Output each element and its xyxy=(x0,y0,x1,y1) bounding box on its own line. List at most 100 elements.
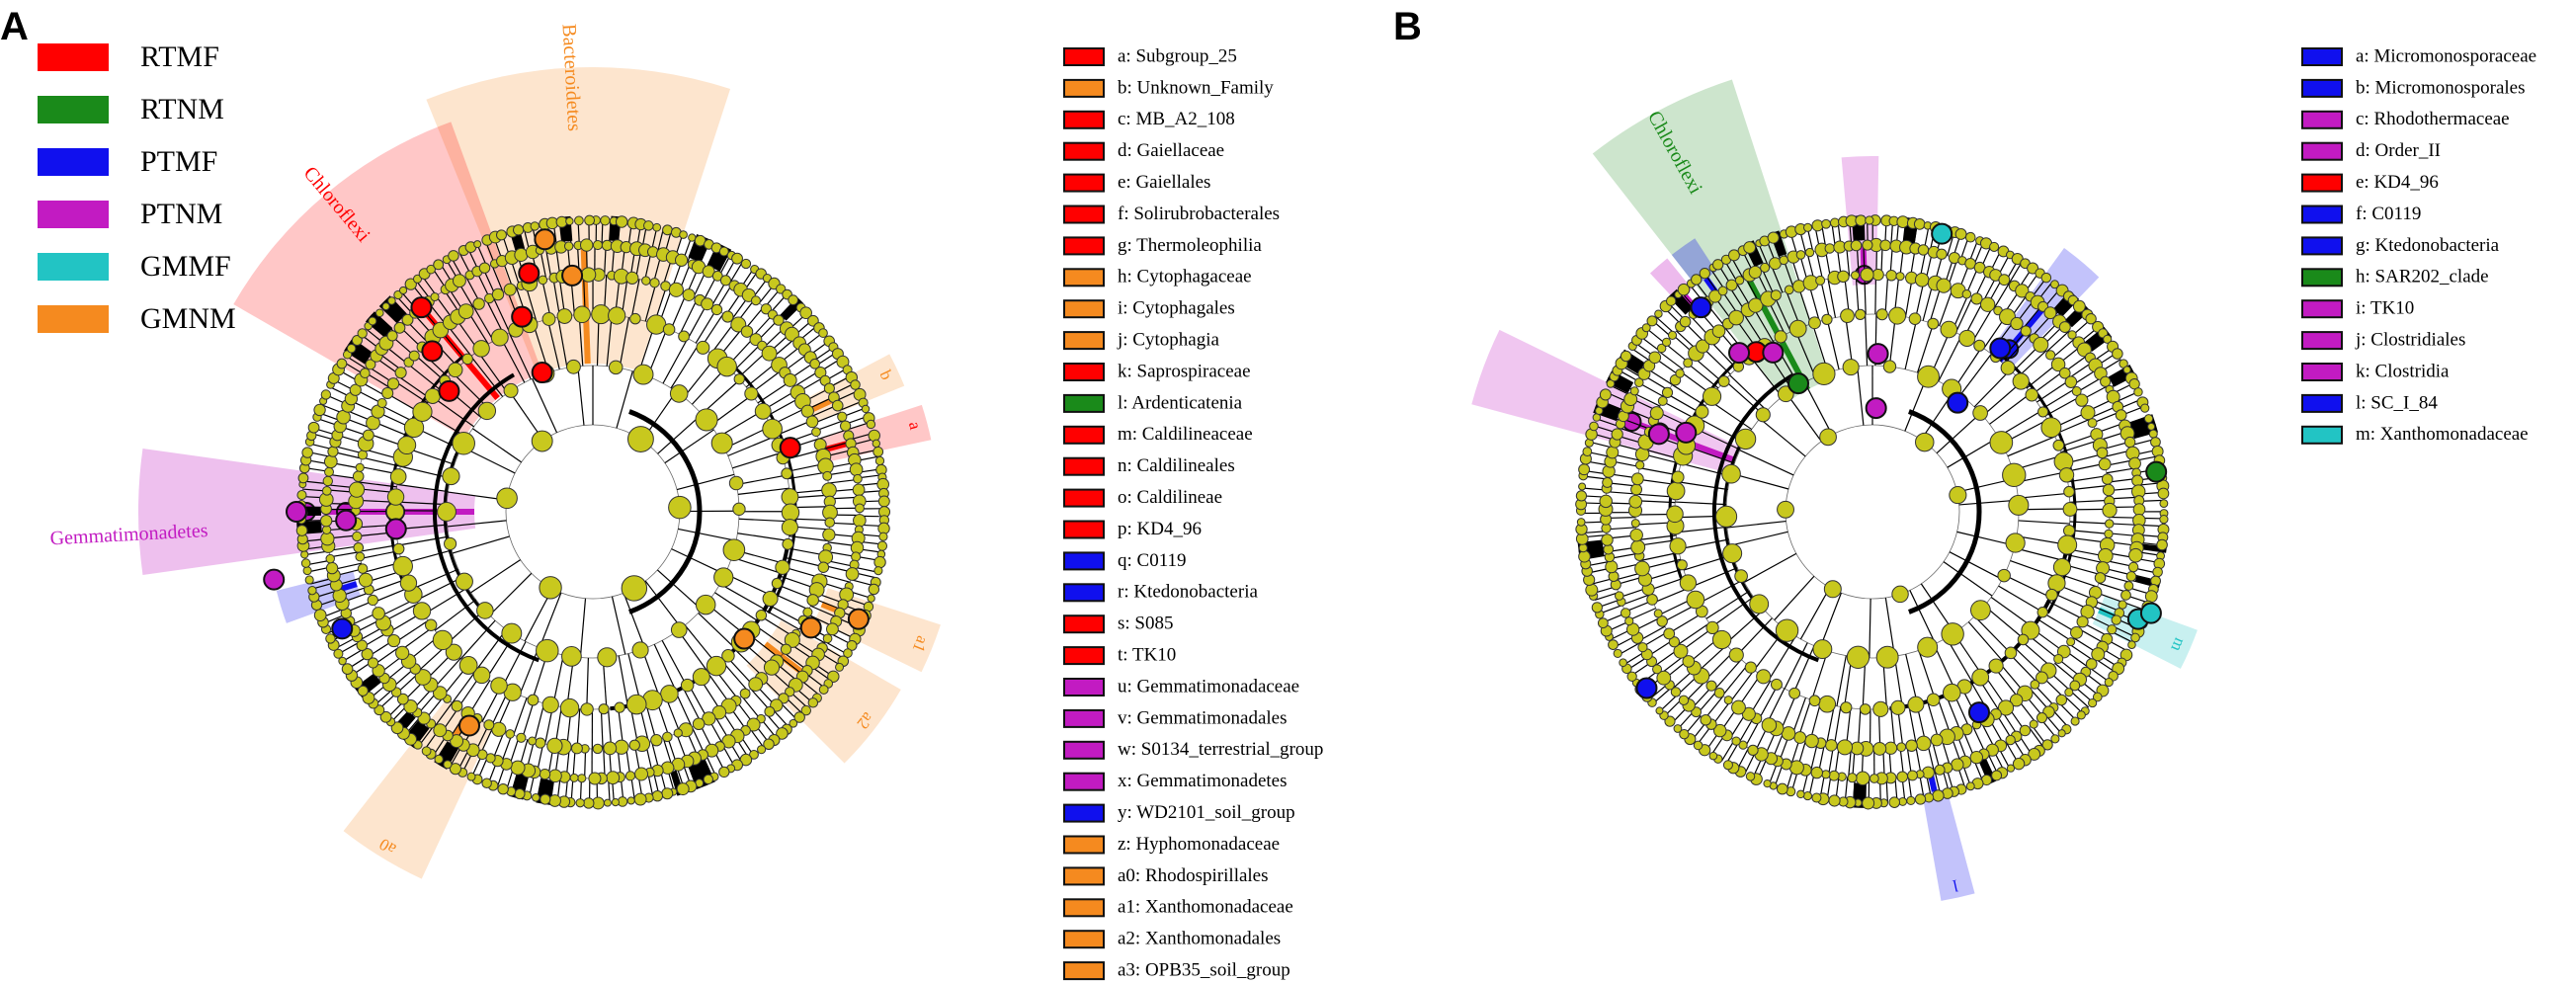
legend-entry: u: Gemmatimonadaceae xyxy=(1118,676,1299,696)
legend-entry: t: TK10 xyxy=(1118,644,1176,665)
legend-entry: q: C0119 xyxy=(1118,550,1187,571)
biomarker-key-label: a1 xyxy=(909,633,933,655)
legend-swatch xyxy=(2301,78,2343,98)
group-swatch xyxy=(38,201,109,228)
legend-entry: d: Order_II xyxy=(2356,140,2441,161)
legend-swatch xyxy=(1063,961,1105,981)
group-swatch xyxy=(38,305,109,333)
biomarker-node xyxy=(2139,602,2162,624)
group-label: PTNM xyxy=(140,198,222,230)
group-label: PTMF xyxy=(140,145,217,178)
biomarker-node xyxy=(1675,421,1698,444)
legend-swatch xyxy=(2301,47,2343,66)
biomarker-node xyxy=(1947,391,1969,414)
legend-entry: j: Cytophagia xyxy=(1117,329,1219,350)
biomarker-node xyxy=(2145,460,2168,483)
legend-entry: r: Ktedonobacteria xyxy=(1118,582,1258,603)
legend-swatch xyxy=(2301,205,2343,224)
legend-swatch xyxy=(1063,930,1105,949)
legend-swatch xyxy=(1063,488,1105,508)
biomarker-node xyxy=(410,296,433,319)
legend-swatch xyxy=(1063,236,1105,256)
legend-entry: o: Caldilineae xyxy=(1118,487,1222,508)
legend-entry: y: WD2101_soil_group xyxy=(1118,802,1295,823)
group-label: RTMF xyxy=(140,41,219,73)
group-swatch xyxy=(38,96,109,123)
biomarker-node xyxy=(531,362,553,384)
legend-swatch xyxy=(1063,866,1105,886)
legend-entry: a3: OPB35_soil_group xyxy=(1118,959,1290,980)
legend-swatch xyxy=(1063,393,1105,413)
legend-entry: g: Ktedonobacteria xyxy=(2356,235,2500,256)
legend-swatch xyxy=(1063,425,1105,445)
legend-entry: a2: Xanthomonadales xyxy=(1118,929,1281,949)
legend-entry: j: Clostridiales xyxy=(2355,329,2465,350)
legend-swatch xyxy=(1063,835,1105,855)
legend-swatch xyxy=(2301,173,2343,193)
biomarker-node xyxy=(1867,343,1889,366)
group-label: GMMF xyxy=(140,250,231,283)
biomarker-node xyxy=(799,616,822,639)
legend-swatch xyxy=(1063,173,1105,193)
legend-swatch xyxy=(2301,393,2343,413)
legend-entry: i: TK10 xyxy=(2356,298,2414,319)
legend-entry: z: Hyphomonadaceae xyxy=(1118,834,1280,855)
panel-b-biomarker-nodes xyxy=(1635,222,2168,724)
legend-swatch xyxy=(1063,803,1105,823)
legend-entry: c: MB_A2_108 xyxy=(1118,109,1235,129)
biomarker-node xyxy=(1967,701,1990,724)
biomarker-node xyxy=(847,608,870,630)
panel-letter: A xyxy=(0,5,29,48)
legend-swatch xyxy=(1063,205,1105,224)
biomarker-node xyxy=(286,501,307,523)
legend-entry: f: C0119 xyxy=(2356,204,2421,224)
biomarker-node xyxy=(1787,372,1809,395)
biomarker-node xyxy=(1690,296,1712,319)
biomarker-node xyxy=(511,305,534,328)
biomarker-node xyxy=(779,437,801,459)
legend-swatch xyxy=(1063,520,1105,539)
legend-swatch xyxy=(2301,363,2343,381)
biomarker-node xyxy=(733,627,756,650)
biomarker-node xyxy=(1762,341,1785,364)
group-label: RTNM xyxy=(140,93,224,125)
legend-entry: e: KD4_96 xyxy=(2356,172,2439,193)
biomarker-node xyxy=(331,617,354,640)
legend-swatch xyxy=(1063,898,1105,918)
legend-swatch xyxy=(2301,236,2343,256)
legend-entry: g: Thermoleophilia xyxy=(1118,235,1262,256)
legend-swatch xyxy=(1063,78,1105,98)
legend-swatch xyxy=(1063,772,1105,791)
legend-swatch xyxy=(1063,268,1105,287)
biomarker-node xyxy=(561,264,584,287)
legend-entry: a1: Xanthomonadaceae xyxy=(1118,897,1293,918)
legend-entry: p: KD4_96 xyxy=(1118,519,1202,539)
legend-swatch xyxy=(2301,331,2343,351)
biomarker-node xyxy=(1989,337,2012,360)
legend-swatch xyxy=(1063,47,1105,66)
legend-swatch xyxy=(1063,363,1105,381)
legend-swatch xyxy=(1063,456,1105,476)
legend-entry: b: Micromonosporales xyxy=(2356,77,2526,98)
biomarker-node xyxy=(384,518,407,540)
panel-b-biomarker-legend: a: Micromonosporaceae b: Micromonosporale… xyxy=(2301,45,2536,445)
legend-entry: d: Gaiellaceae xyxy=(1118,140,1224,161)
legend-entry: k: Saprospiraceae xyxy=(1118,361,1251,381)
panel-letter: B xyxy=(1393,5,1422,48)
legend-entry: x: Gemmatimonadetes xyxy=(1118,771,1287,791)
legend-entry: f: Solirubrobacterales xyxy=(1118,204,1280,224)
legend-swatch xyxy=(1063,678,1105,696)
legend-entry: a: Micromonosporaceae xyxy=(2356,45,2536,66)
legend-swatch xyxy=(1063,551,1105,571)
biomarker-node xyxy=(421,340,444,363)
legend-entry: a: Subgroup_25 xyxy=(1118,45,1237,66)
legend-entry: c: Rhodothermaceae xyxy=(2356,109,2510,129)
group-swatch xyxy=(38,43,109,71)
legend-swatch xyxy=(1063,583,1105,603)
legend-entry: i: Cytophagales xyxy=(1118,298,1235,319)
legend-entry: w: S0134_terrestrial_group xyxy=(1118,739,1323,760)
group-label: GMNM xyxy=(140,302,236,335)
legend-swatch xyxy=(1063,708,1105,728)
